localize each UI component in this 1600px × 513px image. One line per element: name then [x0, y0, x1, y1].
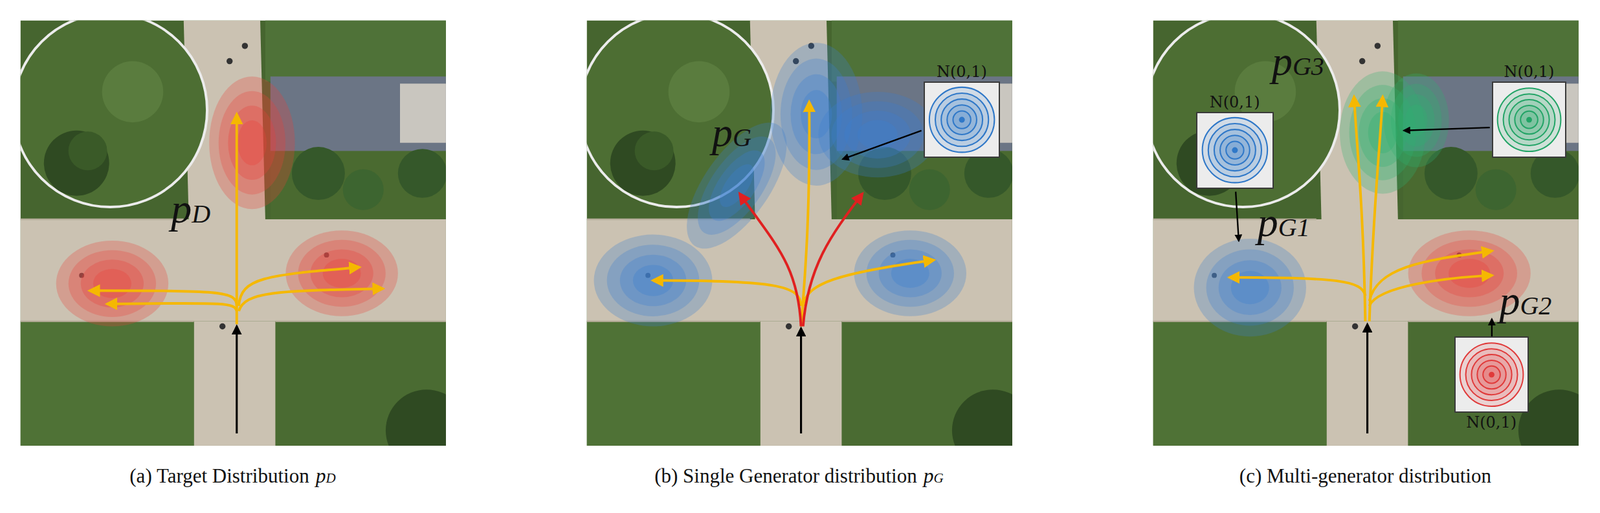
aerial-photo: [1145, 12, 1600, 472]
caption-text: (a) Target Distribution: [129, 464, 309, 489]
math-label: pD: [170, 188, 211, 230]
aerial-photo: [12, 12, 468, 472]
leader-arrow: [842, 127, 1492, 337]
math-label: pG: [923, 466, 944, 487]
heatmap: [594, 42, 967, 327]
gaussian-contour: [924, 82, 999, 157]
caption-text: (c) Multi-generator distribution: [1239, 464, 1492, 489]
gaussian-contour: [1197, 113, 1273, 188]
failed-trajectory: [739, 194, 863, 327]
math-label: pG3: [1271, 40, 1325, 83]
distribution-label: N(0,1): [936, 62, 988, 81]
subfigure-caption: (c) Multi-generator distribution: [1239, 464, 1492, 489]
distribution-label: N(0,1): [1503, 62, 1555, 81]
distribution-label: N(0,1): [1466, 413, 1517, 432]
subfigure-caption: (a) Target Distribution pD: [129, 464, 336, 489]
observed-path: [236, 324, 1368, 434]
heatmap: [56, 76, 399, 327]
trajectory: [89, 97, 1492, 327]
gaussian-contour: [1493, 82, 1566, 157]
subfigure-caption: (b) Single Generator distributionpG: [654, 464, 944, 489]
gaussian-box: N(0,1): [1454, 336, 1529, 413]
math-label: pG1: [1257, 201, 1311, 244]
math-label: pG: [711, 111, 752, 154]
gaussian-box: N(0,1): [1491, 81, 1567, 158]
caption-text: (b) Single Generator distribution: [654, 464, 918, 489]
aerial-photo: [579, 12, 1034, 472]
heatmap: [1194, 71, 1531, 337]
math-label: pG2: [1499, 280, 1552, 322]
math-label: pD: [315, 466, 336, 487]
gaussian-box: N(0,1): [1196, 111, 1274, 189]
gaussian-box: N(0,1): [923, 81, 1000, 158]
distribution-label: N(0,1): [1209, 93, 1261, 112]
gaussian-contour: [1455, 337, 1528, 412]
